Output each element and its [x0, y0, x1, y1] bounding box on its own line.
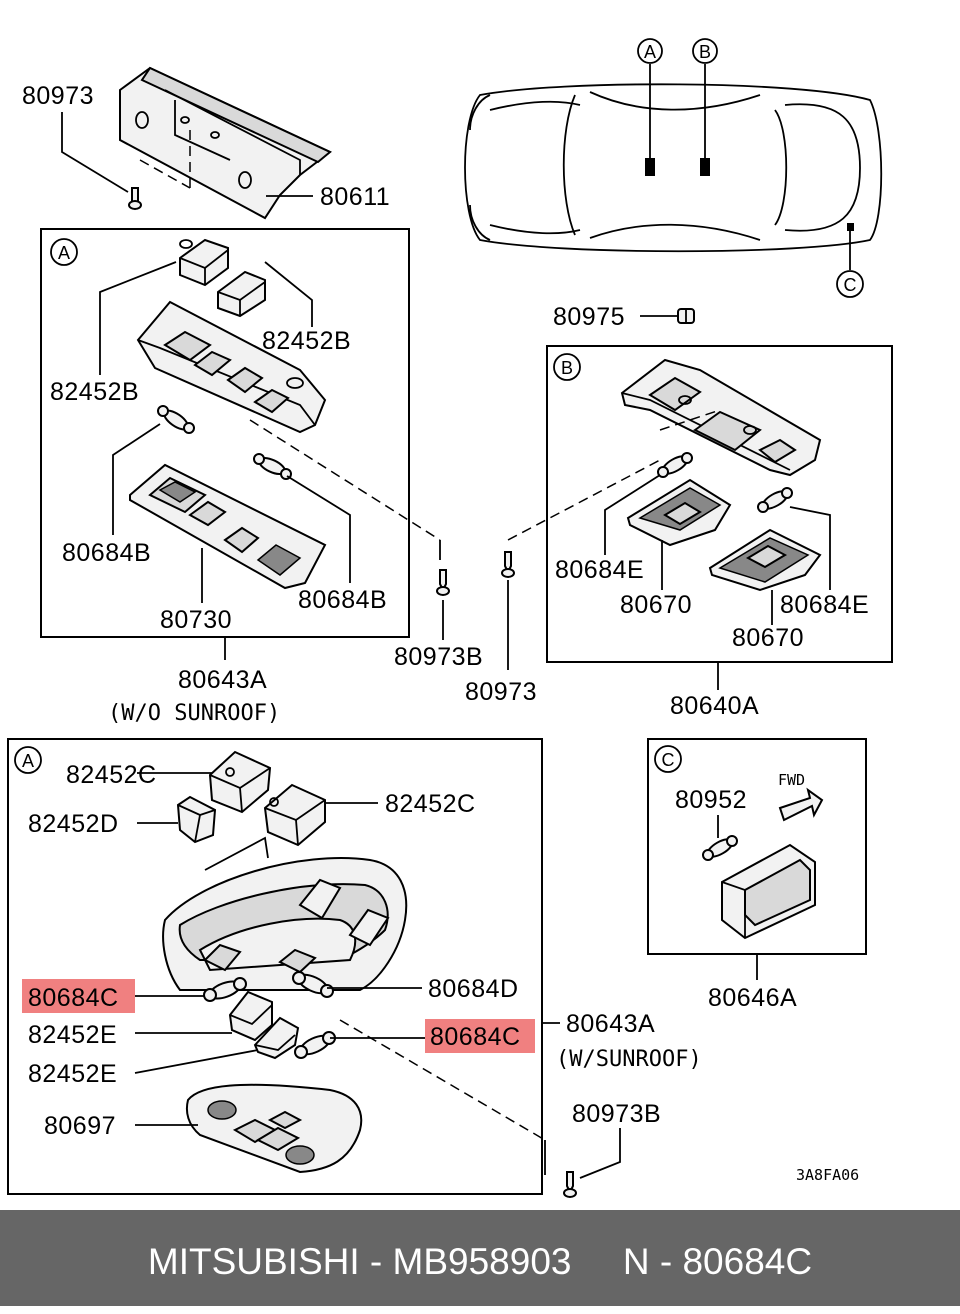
- lens-80670-left: [626, 478, 732, 547]
- callout-a-car: A: [644, 42, 656, 62]
- callout-c-box: C: [662, 750, 675, 770]
- highlight-80684C-left: [22, 979, 135, 1013]
- bulb-80684D: [292, 971, 334, 998]
- label-82452D: 82452D: [28, 810, 119, 838]
- label-fwd: FWD: [778, 771, 805, 789]
- switch-82452B-a: [179, 238, 229, 287]
- label-80643A-a: 80643A: [178, 666, 267, 694]
- label-80684E-left: 80684E: [555, 556, 644, 584]
- label-82452E-1: 82452E: [28, 1021, 117, 1049]
- callout-b-car: B: [699, 42, 711, 62]
- label-80973-mid: 80973: [465, 678, 537, 706]
- bulb-80684B-left: [157, 405, 195, 434]
- fwd-arrow-icon: [778, 787, 824, 822]
- callout-c-car: C: [844, 275, 857, 295]
- label-80975: 80975: [553, 303, 625, 331]
- label-82452B-right: 82452B: [262, 327, 351, 355]
- bulb-80684E-right: [757, 487, 793, 513]
- label-80952: 80952: [675, 786, 747, 814]
- screw-80973B-bot: [563, 1171, 577, 1198]
- bulb-80684E-left: [657, 452, 693, 478]
- label-80973B-bottom: 80973B: [572, 1100, 661, 1128]
- label-80730: 80730: [160, 606, 232, 634]
- label-80973B-mid: 80973B: [394, 643, 483, 671]
- switch-82452E-b: [253, 1016, 300, 1060]
- bulb-80952: [702, 835, 738, 861]
- label-80684E-right: 80684E: [780, 591, 869, 619]
- lens-80670-right: [708, 528, 822, 592]
- callout-a-circle-1: [50, 238, 78, 266]
- callout-a-box1: A: [58, 243, 70, 263]
- lamp-housing-80643A-b: [162, 857, 408, 991]
- lens-80697: [185, 1083, 363, 1174]
- callout-b-box: B: [561, 358, 573, 378]
- diagram-code: 3A8FA06: [796, 1166, 859, 1184]
- label-82452B-left: 82452B: [50, 378, 139, 406]
- callout-b-circle: [553, 353, 581, 381]
- label-80640A: 80640A: [670, 692, 759, 720]
- label-80646A: 80646A: [708, 984, 797, 1012]
- lamp-80646A: [721, 843, 816, 940]
- lamp-housing-80643A: [136, 300, 327, 434]
- label-80973: 80973: [22, 82, 94, 110]
- label-80684B-left: 80684B: [62, 539, 151, 567]
- box-b: [546, 345, 893, 663]
- note-without-sunroof: (W/O SUNROOF): [108, 701, 280, 726]
- label-80684D: 80684D: [428, 975, 519, 1003]
- switch-82452C-right: [263, 783, 326, 847]
- clip-80975: [677, 308, 695, 324]
- switch-82452B-b: [217, 270, 266, 318]
- label-82452C-right: 82452C: [385, 790, 476, 818]
- switch-82452D: [176, 795, 217, 844]
- label-80684C-right: 80684C: [430, 1023, 521, 1051]
- box-a-w-sunroof: [7, 738, 543, 1195]
- screw-80973-mid: [501, 551, 515, 578]
- car-top-view: A B C: [464, 38, 883, 298]
- label-82452C-top: 82452C: [66, 761, 157, 789]
- callout-a-circle-2: [14, 746, 42, 774]
- footer-bar: MITSUBISHI - MB958903 N - 80684C: [0, 1210, 960, 1306]
- label-82452E-2: 82452E: [28, 1060, 117, 1088]
- switch-82452C-left: [208, 750, 272, 814]
- footer-part-number: MITSUBISHI - MB958903 N - 80684C: [147, 1241, 813, 1282]
- screw-80973-top: [128, 187, 142, 211]
- label-80670-right: 80670: [732, 624, 804, 652]
- lens-80730: [129, 463, 327, 590]
- note-with-sunroof: (W/SUNROOF): [556, 1047, 702, 1072]
- bracket-80611: [119, 66, 332, 220]
- parts-diagram: 80973 80611 A B C A: [7, 38, 893, 1198]
- switch-82452E-a: [228, 990, 273, 1042]
- label-80611: 80611: [320, 183, 390, 211]
- callout-a-box2: A: [22, 751, 34, 771]
- label-80643A-b: 80643A: [566, 1010, 655, 1038]
- bulb-80684C-left: [203, 977, 247, 1002]
- label-80670-left: 80670: [620, 591, 692, 619]
- callout-c-circle: [654, 745, 682, 773]
- lamp-housing-80640A: [620, 358, 822, 477]
- screw-80973B-mid: [436, 569, 450, 596]
- label-80684B-right: 80684B: [298, 586, 387, 614]
- label-80697: 80697: [44, 1112, 116, 1140]
- bulb-80684B-right: [253, 453, 292, 480]
- bulb-80684C-right: [294, 1031, 336, 1059]
- highlight-80684C-right: [425, 1019, 535, 1053]
- label-80684C-left: 80684C: [28, 984, 119, 1012]
